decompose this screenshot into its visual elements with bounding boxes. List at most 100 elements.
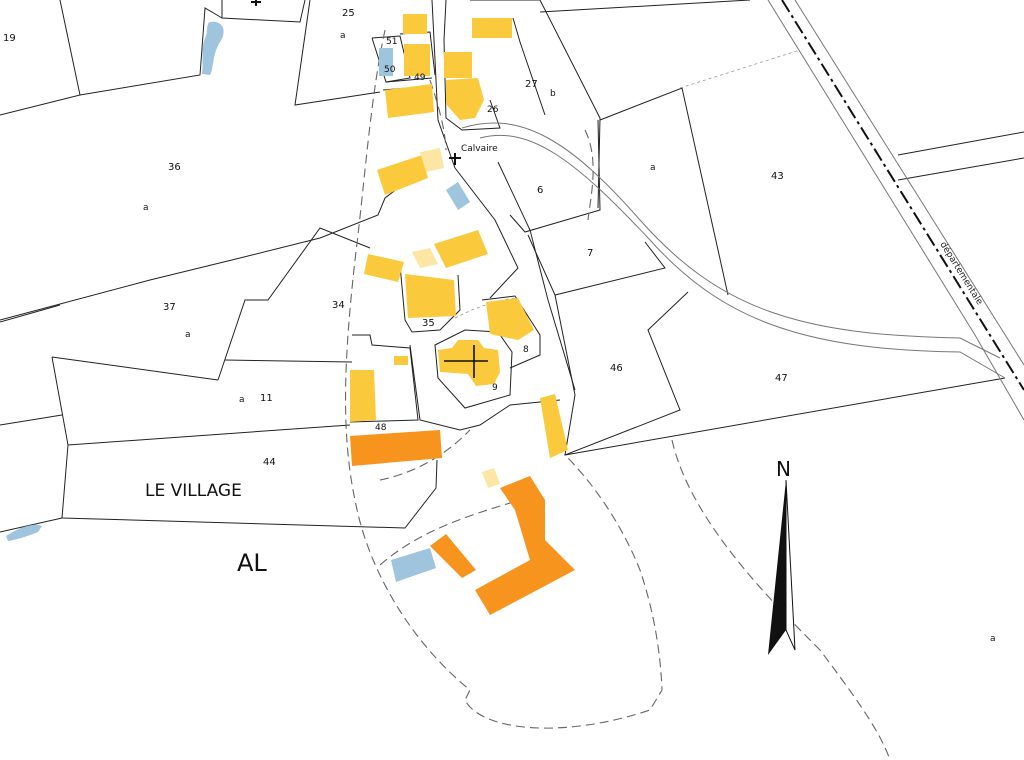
sub-parcel-letter: a — [185, 330, 191, 340]
path-dash — [671, 439, 891, 760]
parcel-number: 46 — [610, 363, 623, 374]
building — [482, 468, 500, 488]
building — [350, 370, 376, 422]
parcel-number: 47 — [775, 373, 788, 384]
parcel-boundary — [51, 356, 219, 381]
path-dash — [679, 49, 801, 89]
calvary-cross-icon — [449, 153, 461, 165]
road-edge — [974, 334, 1024, 421]
parcel-number: 9 — [492, 383, 498, 393]
parcel-boundary — [497, 161, 576, 391]
building-orange — [350, 430, 442, 466]
parcel-boundary — [431, 0, 456, 169]
parcel-boundary — [409, 344, 561, 431]
building — [486, 298, 534, 340]
parcel-boundary — [79, 7, 223, 96]
parcel-number: 49 — [414, 73, 426, 83]
sub-parcel-letter: b — [550, 89, 556, 99]
parcel-number: 25 — [342, 8, 355, 19]
section-code: AL — [237, 549, 267, 577]
water-basin — [379, 48, 393, 76]
road-edge — [794, 0, 1024, 366]
parcel-boundary — [385, 77, 433, 83]
parcel-boundary — [51, 356, 351, 446]
building — [403, 14, 427, 34]
water-features — [6, 21, 470, 582]
parcel-number: 50 — [384, 65, 396, 75]
street-dash — [379, 429, 471, 481]
parcel-number: 11 — [260, 393, 273, 404]
church-icon — [444, 345, 488, 378]
road-edge — [479, 134, 1006, 379]
north-label: N — [776, 457, 791, 481]
parcel-number: 51 — [386, 37, 397, 47]
parcel-number: 35 — [422, 318, 435, 329]
parcel-boundary — [0, 517, 63, 533]
parcel-number: 37 — [163, 302, 176, 313]
street-dash — [429, 79, 447, 151]
parcel-number: 43 — [771, 171, 784, 182]
parcel-boundary — [399, 264, 461, 333]
parcel-boundary — [470, 0, 601, 209]
parcel-boundary — [217, 227, 371, 381]
church-parcel — [434, 329, 513, 409]
parcel-number: 48 — [375, 423, 387, 433]
water-basin — [391, 548, 436, 582]
parcel-boundary — [512, 17, 546, 116]
parcel-boundary — [221, 0, 306, 23]
parcel-number: 36 — [168, 162, 181, 173]
parcel-boundary — [349, 334, 419, 423]
parcel-number: 27 — [525, 79, 538, 90]
building — [434, 230, 488, 268]
sub-parcel-letter: a — [143, 203, 149, 213]
parcel-boundary — [897, 131, 1024, 156]
north-arrow-icon: N — [768, 457, 796, 655]
building — [446, 78, 484, 120]
pond — [202, 21, 224, 75]
road-edge — [767, 0, 976, 336]
street-dash — [379, 499, 521, 566]
building — [394, 356, 408, 365]
buildings — [350, 14, 575, 615]
parcel-boundary — [294, 0, 381, 106]
parcel-boundary — [0, 414, 63, 426]
stream — [6, 524, 42, 541]
parcel-boundary — [564, 377, 1006, 456]
village-name: LE VILLAGE — [145, 481, 242, 501]
parcel-number: 34 — [332, 300, 345, 311]
parcel-boundary — [224, 359, 353, 363]
building — [444, 52, 472, 78]
street-dash — [584, 129, 594, 221]
parcel-boundary — [0, 304, 61, 323]
parcel-boundary — [481, 295, 541, 369]
sub-parcel-letter: a — [239, 395, 245, 405]
road-edge — [461, 122, 1001, 359]
calvaire-label: Calvaire — [461, 144, 498, 154]
water-basin — [446, 182, 470, 210]
sub-parcel-letter: a — [340, 31, 346, 41]
building — [540, 394, 568, 458]
sub-parcel-letter: a — [990, 634, 996, 644]
building — [385, 84, 434, 118]
road-name: départementale — [937, 240, 985, 308]
building — [412, 248, 438, 268]
building — [364, 254, 404, 282]
church-building — [438, 340, 500, 386]
parcel-boundaries — [0, 0, 1024, 533]
parcel-boundary — [61, 444, 438, 529]
building — [405, 274, 456, 318]
parcel-number: 8 — [523, 345, 529, 355]
parcel-number: 7 — [587, 248, 593, 259]
parcel-boundary — [0, 159, 436, 321]
parcel-boundary — [527, 234, 666, 296]
village-outline — [344, 29, 663, 729]
building — [404, 44, 430, 76]
road-centerline — [781, 0, 1024, 391]
parcel-boundary — [897, 157, 1024, 181]
building — [377, 155, 428, 195]
roads — [344, 0, 1024, 760]
parcel-boundary — [454, 167, 519, 299]
building-orange — [430, 534, 476, 578]
sub-parcel-letter: a — [650, 163, 656, 173]
